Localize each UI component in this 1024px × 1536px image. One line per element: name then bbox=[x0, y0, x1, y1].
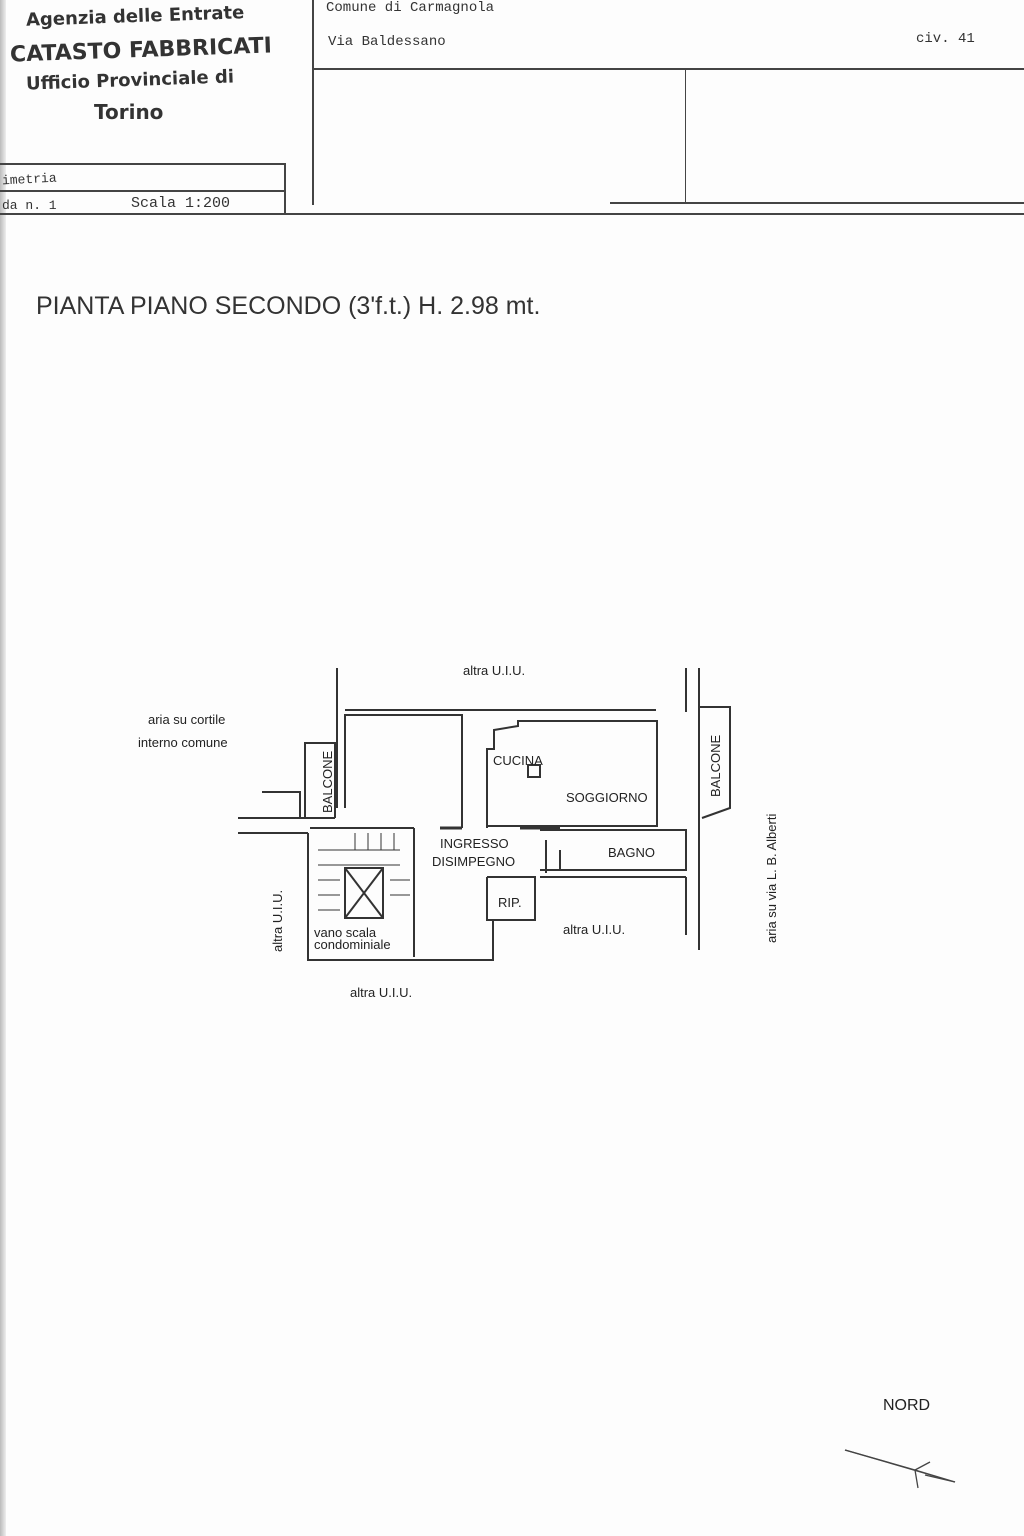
sheet-number: da n. 1 bbox=[2, 198, 57, 213]
divider bbox=[0, 213, 1024, 215]
room-wall bbox=[344, 714, 463, 828]
storage-wall bbox=[486, 876, 536, 921]
label-left-neighbor: altra U.I.U. bbox=[270, 890, 285, 952]
street: Via Baldessano bbox=[328, 34, 446, 50]
north-arrow-icon bbox=[844, 1449, 956, 1489]
label-living: SOGGIORNO bbox=[566, 790, 648, 805]
divider bbox=[312, 68, 1024, 70]
label-hallway: DISIMPEGNO bbox=[432, 854, 515, 869]
scan-edge bbox=[0, 0, 6, 1536]
label-storage: RIP. bbox=[498, 895, 522, 910]
label-stair-2: condominiale bbox=[314, 937, 391, 952]
scale: Scala 1:200 bbox=[131, 195, 231, 212]
label-stair: vano scala bbox=[314, 925, 377, 940]
label-right-neighbor: altra U.I.U. bbox=[563, 922, 625, 937]
label-balcony-left: BALCONE bbox=[320, 751, 335, 813]
wall bbox=[262, 791, 301, 818]
label-entry: INGRESSO bbox=[440, 836, 509, 851]
divider bbox=[0, 163, 285, 165]
divider bbox=[0, 190, 285, 192]
label-courtyard: aria su cortile bbox=[148, 712, 225, 727]
kitchen-flue bbox=[527, 764, 541, 778]
divider bbox=[312, 0, 314, 205]
right-balcony bbox=[700, 706, 731, 819]
bathroom-wall bbox=[540, 829, 687, 871]
label-kitchen: CUCINA bbox=[493, 753, 543, 768]
label-street-side: aria su via L. B. Alberti bbox=[764, 814, 779, 943]
divider bbox=[685, 68, 686, 203]
stair-wall bbox=[307, 833, 494, 961]
left-balcony bbox=[304, 742, 336, 818]
elevator bbox=[344, 867, 384, 919]
north-label: NORD bbox=[883, 1397, 930, 1414]
divider bbox=[284, 163, 286, 215]
label-balcony-right: BALCONE bbox=[708, 735, 723, 797]
label-top-neighbor: altra U.I.U. bbox=[463, 663, 525, 678]
label-bathroom: BAGNO bbox=[608, 845, 655, 860]
municipality: Comune di Carmagnola bbox=[326, 0, 495, 16]
elevator-cross bbox=[344, 867, 384, 919]
plan-title: PIANTA PIANO SECONDO (3'f.t.) H. 2.98 mt… bbox=[36, 292, 541, 320]
civic-number: civ. 41 bbox=[916, 31, 975, 47]
label-bottom-neighbor: altra U.I.U. bbox=[350, 985, 412, 1000]
label-courtyard-2: interno comune bbox=[138, 735, 228, 750]
kitchen-living-wall bbox=[486, 720, 658, 828]
divider bbox=[610, 202, 1024, 204]
office-city: Torino bbox=[94, 100, 164, 124]
